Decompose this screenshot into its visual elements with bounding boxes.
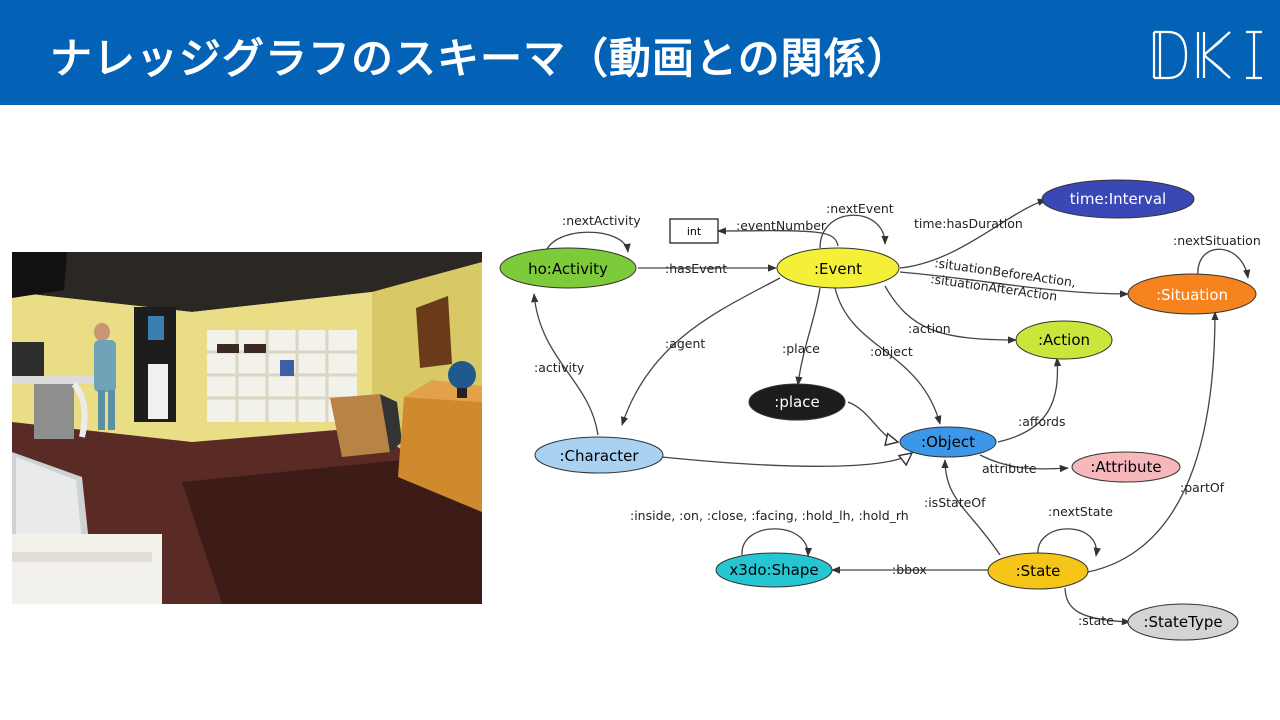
edge-character-object [661, 453, 912, 467]
node-time-interval[interactable]: time:Interval [1041, 179, 1195, 219]
label-attribute: attribute [982, 461, 1037, 476]
edge-hasduration [899, 198, 1047, 269]
label-action: :action [908, 321, 951, 336]
edge-affords [997, 357, 1062, 443]
svg-text::StateType: :StateType [1143, 613, 1222, 631]
node-statetype[interactable]: :StateType [1127, 603, 1239, 641]
node-character[interactable]: :Character [534, 436, 664, 474]
edge-eventnumber [717, 227, 839, 247]
edge-activity [531, 293, 599, 436]
slide-title: ナレッジグラフのスキーマ（動画との関係） [50, 34, 910, 83]
node-object[interactable]: :Object [899, 426, 997, 458]
edge-place-object [847, 401, 898, 442]
svg-text::Situation: :Situation [1156, 286, 1228, 304]
edge-action [884, 285, 1017, 344]
edge-agent [621, 277, 781, 426]
svg-text:ho:Activity: ho:Activity [528, 260, 608, 278]
svg-text:x3do:Shape: x3do:Shape [729, 561, 818, 579]
node-state[interactable]: :State [987, 552, 1089, 590]
label-hasevent: :hasEvent [665, 261, 727, 276]
edge-nextactivity [544, 231, 631, 257]
node-int[interactable]: int [669, 218, 719, 244]
svg-text:int: int [687, 225, 702, 238]
schema-graph: :nextActivity :eventNumber :nextEvent ti… [499, 179, 1261, 641]
edge-nextevent [819, 214, 889, 249]
label-state: :state [1078, 613, 1114, 628]
svg-text::Character: :Character [559, 447, 639, 465]
label-hasduration: time:hasDuration [914, 216, 1023, 231]
edge-attribute [979, 454, 1069, 473]
dki-logo [1152, 30, 1262, 80]
svg-text::Attribute: :Attribute [1090, 458, 1161, 476]
svg-text::Event: :Event [814, 260, 862, 278]
title-bar: ナレッジグラフのスキーマ（動画との関係） [0, 0, 1280, 105]
edge-partof [1087, 311, 1219, 573]
label-nextsituation: :nextSituation [1173, 233, 1261, 248]
node-action[interactable]: :Action [1015, 320, 1113, 360]
label-bbox: :bbox [892, 562, 927, 577]
edge-place [795, 287, 821, 386]
node-situation[interactable]: :Situation [1127, 273, 1257, 315]
svg-text:time:Interval: time:Interval [1070, 190, 1166, 208]
label-nextevent: :nextEvent [826, 201, 894, 216]
edge-spatial [741, 528, 813, 557]
node-place[interactable]: :place [748, 383, 846, 421]
label-nextactivity: :nextActivity [562, 213, 641, 228]
label-object: :object [870, 344, 913, 359]
node-event[interactable]: :Event [776, 247, 900, 289]
room-scene-image [12, 252, 482, 604]
edge-isstateof [941, 459, 1001, 556]
svg-text::Object: :Object [921, 433, 975, 451]
edge-situation [899, 271, 1129, 298]
edge-state [1064, 587, 1131, 626]
label-activity: :activity [534, 360, 585, 375]
label-nextstate: :nextState [1048, 504, 1113, 519]
svg-text::State: :State [1016, 562, 1061, 580]
edge-object [834, 287, 942, 425]
node-activity[interactable]: ho:Activity [499, 247, 637, 289]
node-shape[interactable]: x3do:Shape [715, 552, 833, 588]
label-isstateof: :isStateOf [924, 495, 986, 510]
node-attribute[interactable]: :Attribute [1071, 451, 1181, 483]
label-partof: :partOf [1180, 480, 1225, 495]
svg-text::place: :place [774, 393, 819, 411]
edge-nextstate [1037, 528, 1101, 557]
edge-nextsituation [1197, 248, 1251, 279]
label-affords: :affords [1018, 414, 1066, 429]
label-eventnumber: :eventNumber [736, 218, 827, 233]
svg-text::Action: :Action [1038, 331, 1090, 349]
label-place: :place [782, 341, 820, 356]
label-spatial: :inside, :on, :close, :facing, :hold_lh,… [630, 508, 909, 523]
label-agent: :agent [665, 336, 705, 351]
